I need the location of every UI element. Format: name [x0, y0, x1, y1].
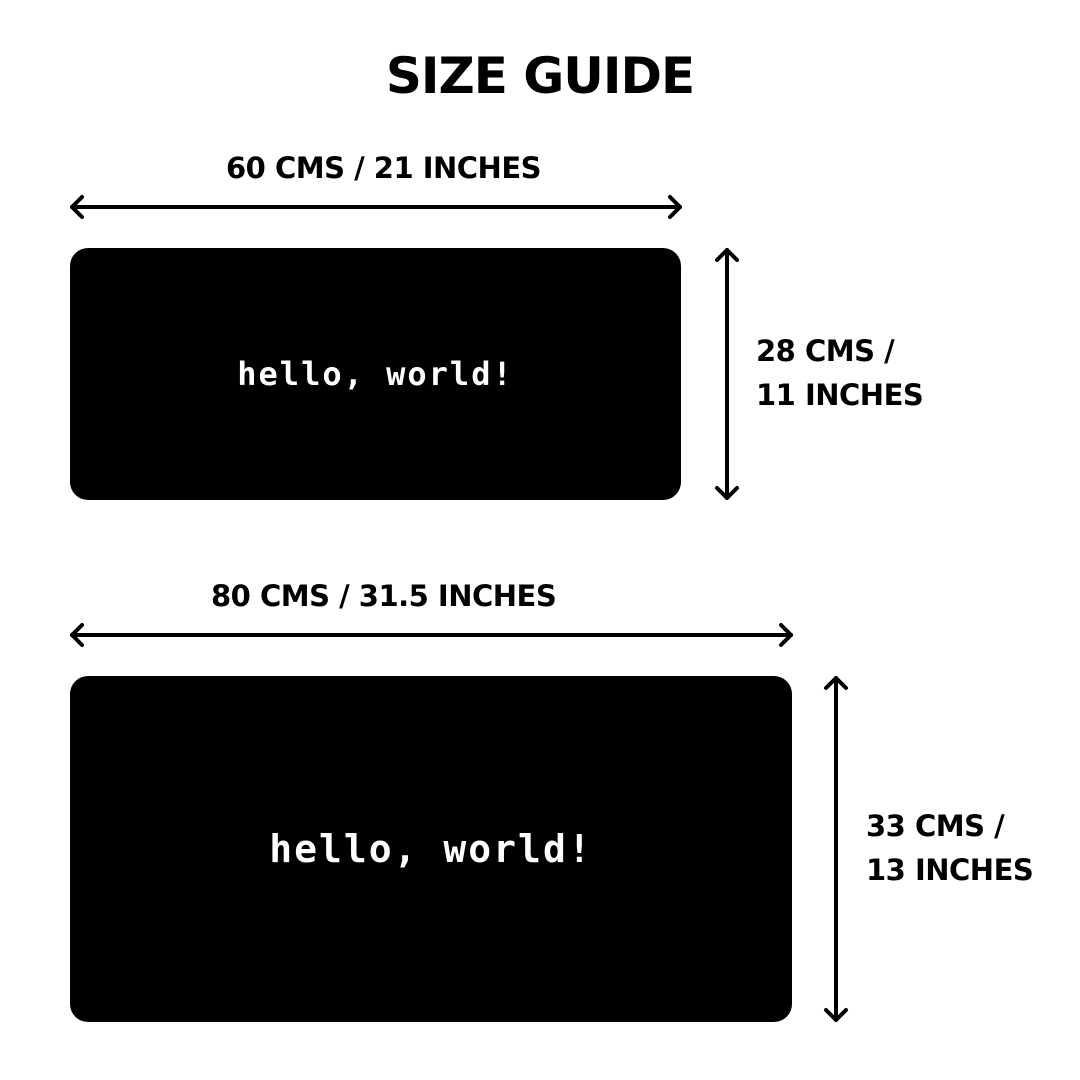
large-mat-height-label-line2: 13 INCHES [866, 853, 1034, 887]
large-mat-print-text: hello, world! [269, 827, 593, 871]
small-mat-height-label: 28 CMS / 11 INCHES [756, 329, 924, 417]
small-mat: hello, world! [70, 248, 681, 500]
small-mat-width-label: 60 CMS / 21 INCHES [226, 151, 542, 185]
large-mat-width-label: 80 CMS / 31.5 INCHES [211, 579, 557, 613]
large-mat-width-arrow-icon [70, 623, 793, 647]
small-mat-width-arrow-icon [70, 195, 682, 219]
small-mat-height-arrow-icon [715, 248, 739, 500]
page-title: SIZE GUIDE [385, 47, 695, 105]
large-mat-height-arrow-icon [824, 676, 848, 1022]
small-mat-height-label-line1: 28 CMS / [756, 334, 895, 368]
large-mat-height-label-line1: 33 CMS / [866, 809, 1005, 843]
large-mat: hello, world! [70, 676, 792, 1022]
small-mat-print-text: hello, world! [237, 355, 514, 393]
small-mat-height-label-line2: 11 INCHES [756, 378, 924, 412]
large-mat-height-label: 33 CMS / 13 INCHES [866, 804, 1034, 892]
